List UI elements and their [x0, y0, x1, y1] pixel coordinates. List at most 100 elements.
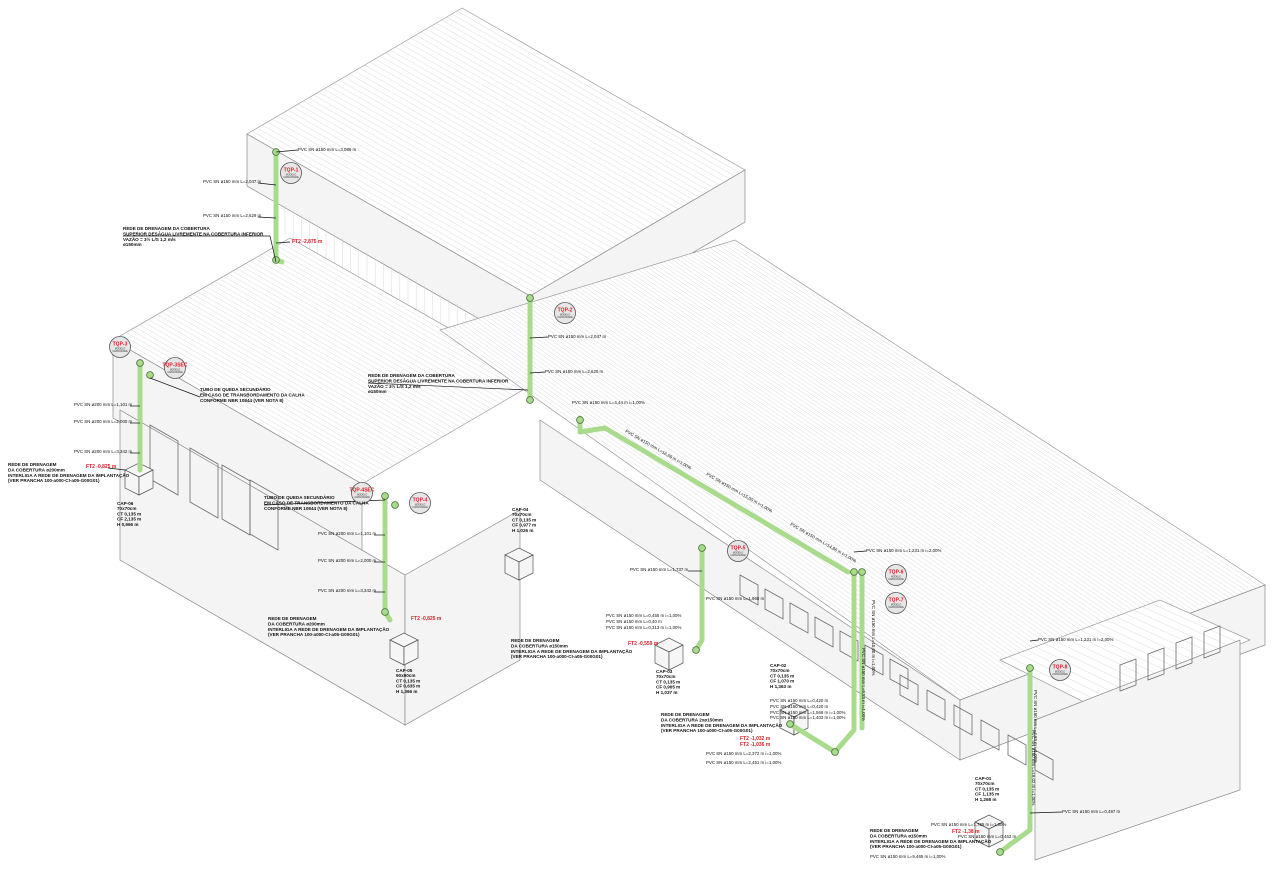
roof-rib [313, 94, 597, 258]
pipe-network [136, 148, 1034, 856]
box-label: CT 0,135 m [975, 786, 999, 791]
note-text: (VER PRANCHA 100-a000-CI-a05-G00G01) [511, 654, 603, 659]
pipe-fitting [576, 416, 584, 424]
roof-rib [354, 70, 638, 234]
box-label: CAP-04 [512, 507, 529, 512]
tag-bubble [409, 492, 431, 514]
roof-rib [515, 306, 1039, 671]
pipe-fitting [526, 294, 534, 302]
roof-rib [490, 314, 1013, 681]
roof-rib [1079, 629, 1171, 673]
roof-rib [267, 121, 551, 285]
roof-rib [591, 283, 1117, 642]
note-text: VAZÃO = 3½ L/S 1,2 m/s [123, 236, 176, 242]
roof-rib [263, 253, 514, 396]
roof-rib [272, 248, 523, 391]
leader-line [367, 382, 529, 391]
box-label: CT 0,135 m [396, 678, 420, 683]
leader-lines [107, 149, 1063, 814]
roof-rib [374, 58, 659, 222]
roof-rib [583, 286, 1109, 645]
roof-rib [250, 260, 501, 404]
roof-rib [400, 43, 684, 207]
roof-rib [705, 248, 1235, 597]
note-text: DA COBERTURA ø200mm [268, 621, 325, 626]
window [1119, 658, 1137, 692]
pipe-label: PVC SN ø150 mm L=1,231 m i=2,00% [1038, 637, 1114, 642]
roof-rib [1035, 646, 1126, 691]
window [814, 616, 834, 648]
roof-rib [498, 311, 1022, 678]
leader-line [107, 467, 126, 471]
note-text: DA COBERTURA ø150mm [511, 643, 568, 648]
box-label: H 1,037 m [656, 690, 677, 695]
drain-pipe [787, 569, 857, 755]
note-text: INTERLIGA A REDE DE DRENAGEM DA IMPLANTA… [8, 472, 130, 478]
roof-rib [1044, 643, 1135, 688]
invert-level: FT2 -0,825 m [411, 616, 442, 622]
tag-sub: CAPACIDADE [167, 371, 183, 374]
roof-rib [587, 284, 1113, 643]
pipe-label: PVC SN ø150 mm L=18,02 m i=1,00% [1031, 730, 1036, 806]
roof-rib [245, 263, 496, 407]
roof-rib [192, 293, 443, 438]
window [926, 689, 946, 721]
roof-rib [272, 118, 556, 282]
tag-label: TQP-3 [113, 342, 128, 348]
roof-rib [503, 310, 1026, 676]
roof-rib [621, 274, 1148, 630]
roof-rib [456, 324, 978, 694]
window [889, 658, 909, 690]
roof-rib [654, 264, 1183, 617]
roof-rib [460, 323, 982, 692]
note-text: (VER PRANCHA 100-a000-CI-a05-G00G01) [661, 728, 753, 733]
note-text: INTERLIGA A REDE DE DRENAGEM DA IMPLANTA… [268, 626, 390, 632]
note-text: TUBO DE QUEDA SECUNDÁRIO [264, 494, 335, 500]
box-label: CF 1,135 m [975, 792, 999, 797]
note-text: REDE DE DRENAGEM DA COBERTURA [123, 226, 211, 231]
roof-rib [333, 82, 618, 246]
door-opening [189, 447, 219, 519]
box-label: H 1,366 m [396, 689, 417, 694]
leader-line [257, 182, 277, 186]
tag-sub: MODELO [115, 348, 126, 351]
note-text: (VER PRANCHA 100-a000-CI-a05-G00G01) [268, 632, 360, 637]
roof-rib [328, 85, 613, 249]
roof-rib [183, 299, 434, 443]
roof-rib [339, 79, 623, 243]
note-text: DA COBERTURA ø150mm [870, 833, 927, 838]
roof-rib [688, 253, 1218, 604]
roof-rib [604, 279, 1131, 637]
tag-label: TQP-2 [558, 308, 573, 314]
roof-rib [201, 288, 452, 433]
pipe-label: PVC SN ø150 mm L=0,455 m i=1,00% [606, 613, 682, 618]
box-label: H 0,966 m [117, 522, 138, 527]
window [1034, 749, 1054, 781]
roof-rib [519, 305, 1043, 669]
tag-bubble [164, 357, 186, 379]
pipe-fitting [1026, 664, 1034, 672]
roof-rib [344, 76, 628, 240]
roof-rib [671, 259, 1200, 610]
tag-label: TQP-5 [731, 546, 746, 552]
roof-rib [282, 112, 566, 276]
pipe-label: PVC SN ø150 mm L=2,047 m [548, 334, 607, 339]
roof-rib [139, 324, 389, 469]
pipe-label: PVC SN ø150 mm L=4,44 m i=1,00% [572, 400, 645, 405]
roof-rib [524, 304, 1048, 668]
roof-rib [277, 115, 561, 279]
tag-label: TQP-4SEC [349, 488, 374, 494]
roof-rib [1142, 606, 1233, 648]
roof-rib [323, 88, 607, 252]
lower-left-side [404, 509, 521, 726]
leader-line [853, 550, 867, 553]
roof-rib [482, 316, 1004, 684]
roof-rib [448, 327, 969, 697]
roof-rib [359, 67, 643, 231]
pipe-label: PVC SN ø150 mm L=0,497 m [1062, 809, 1121, 814]
roof-rib [262, 124, 546, 288]
invert-level: FT2 -2,875 m [292, 239, 323, 245]
invert-level: FT2 -0,559 m [628, 641, 659, 647]
roof-rib [650, 265, 1178, 619]
